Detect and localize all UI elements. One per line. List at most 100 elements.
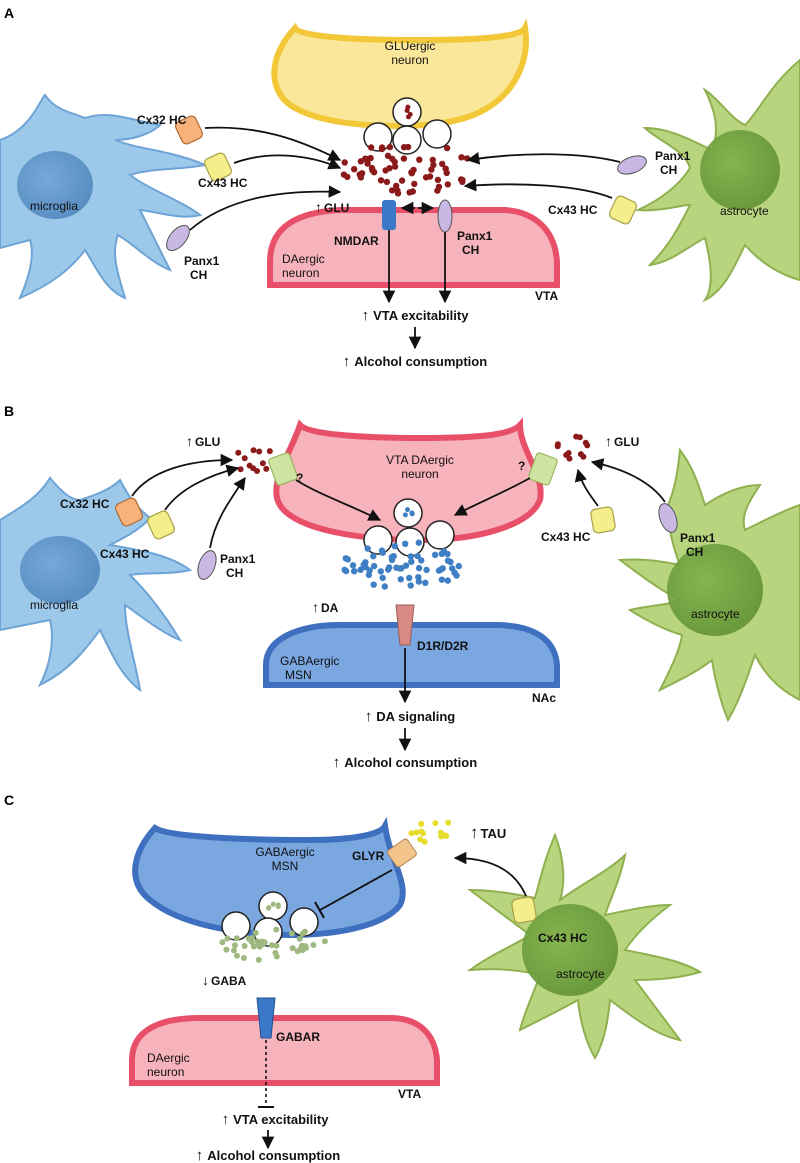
glutamate-molecule xyxy=(439,160,446,168)
astrocyte-b: astrocyte xyxy=(617,447,800,723)
cx43-astro-label-a: Cx43 HC xyxy=(548,203,598,217)
gaba-cloud xyxy=(219,901,328,963)
cx43-arrow-c xyxy=(453,851,527,897)
glutamate-molecule xyxy=(259,460,266,467)
panel-a-letter: A xyxy=(4,5,14,21)
astrocyte-label-c: astrocyte xyxy=(556,967,605,981)
glutamate-molecule xyxy=(411,180,418,188)
glutamate-molecule xyxy=(435,183,443,190)
left-receptor-arrow xyxy=(295,479,382,521)
microglia-a: microglia xyxy=(0,93,209,300)
cx43-label-c: Cx43 HC xyxy=(538,931,588,945)
dopamine-molecule xyxy=(422,579,429,586)
dopamine-molecule xyxy=(409,511,415,517)
dopamine-molecule xyxy=(357,566,364,573)
cx43-hemichannel-micro-b xyxy=(147,510,175,540)
glutamate-molecule xyxy=(388,187,396,194)
nmdar-receptor xyxy=(382,200,396,230)
cx43-astro-arrow-b xyxy=(574,468,599,507)
glutamate-molecule xyxy=(351,166,358,173)
glutamate-molecule xyxy=(340,171,348,178)
dopamine-molecule xyxy=(407,553,414,560)
glu-neuron-body xyxy=(271,18,529,130)
glutamate-molecule xyxy=(263,465,270,472)
glutamate-molecule xyxy=(434,176,442,184)
glu-vesicles xyxy=(363,97,452,155)
glutamate-molecule xyxy=(400,144,408,151)
unknown-receptor-right xyxy=(528,452,558,486)
glutamate-molecule xyxy=(563,452,570,458)
cx43-hemichannel-astro-a xyxy=(609,195,637,225)
dopamine-molecule xyxy=(444,557,452,564)
gaba-molecule xyxy=(268,942,275,949)
glutamate-molecule xyxy=(256,448,263,455)
dopamine-molecule xyxy=(444,577,451,584)
panx1-micro-label-b2: CH xyxy=(226,566,243,580)
dopamine-molecule xyxy=(451,569,458,576)
gaba-molecule xyxy=(241,943,248,949)
glutamate-molecule xyxy=(584,442,591,449)
receptor-label-b: D1R/D2R xyxy=(417,639,469,653)
glutamate-molecule xyxy=(429,156,436,164)
panx1-channel-micro-b xyxy=(197,550,217,580)
gaba-molecule xyxy=(231,947,237,954)
dopamine-molecule xyxy=(407,582,414,589)
glutamate-molecule xyxy=(393,182,400,190)
glutamate-cloud-a xyxy=(340,104,471,197)
gaba-molecule xyxy=(219,939,226,946)
glu-neuron-label-1: GLUergic xyxy=(385,39,436,53)
panx1-astro-arrow-a xyxy=(466,152,621,165)
glutamate-molecule xyxy=(237,466,244,473)
taurine-molecule xyxy=(417,836,424,843)
glutamate-molecule xyxy=(250,447,257,454)
gaba-molecule xyxy=(275,902,281,908)
gaba-molecule xyxy=(234,952,240,959)
da-neuron-body-c xyxy=(129,1015,440,1086)
cx32-hemichannel-a xyxy=(175,115,203,145)
panx1-astro-arrow-b xyxy=(590,458,666,503)
unknown-receptor-left xyxy=(268,452,298,486)
panx1-channel-astro-b xyxy=(658,503,678,533)
gaba-molecule xyxy=(273,953,280,960)
taurine-molecule xyxy=(413,829,420,836)
dopamine-molecule xyxy=(370,562,378,570)
astrocyte-a: astrocyte xyxy=(634,58,800,303)
glutamate-molecule xyxy=(378,144,386,151)
panx1-micro-arrow-b xyxy=(209,476,246,549)
glutamate-molecule xyxy=(362,155,369,162)
glyr-inhibit-bar xyxy=(314,901,325,919)
glutamate-molecule xyxy=(577,451,584,458)
cx43-micro-label-a: Cx43 HC xyxy=(198,176,248,190)
question-right: ? xyxy=(518,459,525,473)
da-neuron-label-a1: DAergic xyxy=(282,252,325,266)
panx1-astro-label-a1: Panx1 xyxy=(655,149,691,163)
vta-da-neuron-body xyxy=(273,417,544,544)
dopamine-molecule xyxy=(415,539,422,546)
dopamine-molecule xyxy=(455,562,462,570)
glutamate-molecule xyxy=(266,448,273,455)
dopamine-molecule xyxy=(431,551,439,558)
dopamine-molecule xyxy=(370,581,377,588)
cx43-astro-label-b: Cx43 HC xyxy=(541,530,591,544)
nmdar-label: NMDAR xyxy=(334,234,379,248)
glutamate-molecule xyxy=(400,155,408,162)
taurine-molecule xyxy=(418,820,425,827)
dopamine-molecule xyxy=(364,545,371,552)
gaba-molecule xyxy=(223,946,230,953)
panx1-micro-arrow-a xyxy=(189,185,342,231)
consumption-a: ↑Alcohol consumption xyxy=(343,353,487,370)
taurine-molecule xyxy=(445,819,452,826)
panx1-micro-label-a2: CH xyxy=(190,268,207,282)
dopamine-molecule xyxy=(360,561,367,568)
cx43-micro-arrow-a xyxy=(233,154,342,170)
cx32-label-b: Cx32 HC xyxy=(60,497,110,511)
gaba-molecule xyxy=(310,942,317,948)
panx1-post-label-2: CH xyxy=(462,243,479,257)
cx43-hemichannel-micro-a xyxy=(204,152,232,182)
da-neuron-label-c2: neuron xyxy=(147,1065,184,1079)
glutamate-molecule xyxy=(341,159,348,166)
glutamate-molecule xyxy=(407,111,413,117)
nac-label: NAc xyxy=(532,691,556,705)
gaba-vesicles xyxy=(221,891,319,947)
glutamate-molecule xyxy=(443,144,451,152)
